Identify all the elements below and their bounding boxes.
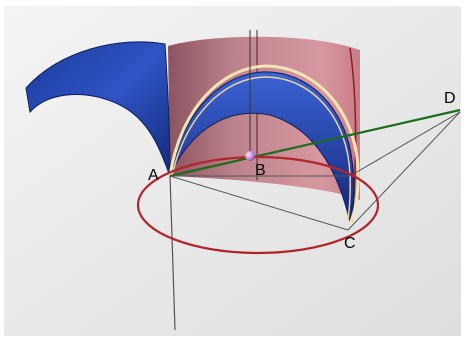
gold-arc-inner	[171, 76, 351, 221]
label-D: D	[444, 90, 456, 107]
line-A-D	[169, 108, 461, 178]
vertical-axis	[169, 174, 176, 331]
line-C-D	[347, 111, 461, 231]
sphere-B	[245, 151, 255, 161]
line-A-C	[169, 175, 349, 231]
label-C: C	[344, 235, 356, 252]
label-B: B	[255, 162, 266, 179]
gold-arc-outer	[168, 64, 360, 225]
label-A: A	[148, 167, 159, 184]
base-circle	[136, 155, 380, 255]
blue-surface-inner	[169, 71, 355, 224]
line-D-base	[349, 111, 461, 177]
